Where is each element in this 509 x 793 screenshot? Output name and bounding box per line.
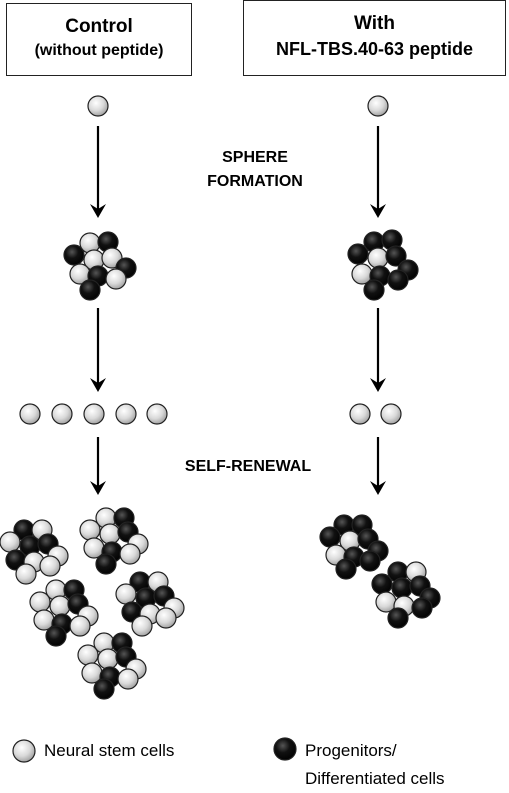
- treated-primary-sphere-progenitor-cell: [385, 245, 407, 267]
- control-secondary-stem-cell: [83, 403, 105, 425]
- stage-label-self-renewal: SELF-RENEWAL: [184, 458, 312, 475]
- treated-subtitle: NFL-TBS.40-63 peptide: [275, 39, 474, 59]
- cells-layer: [0, 95, 441, 763]
- control-condition-box: Control (without peptide): [6, 3, 192, 76]
- control-arrow-3-head: [90, 481, 106, 495]
- control-secondary-sphere-5-stem-cell: [117, 668, 139, 690]
- control-subtitle: (without peptide): [34, 42, 164, 59]
- control-secondary-sphere-3-stem-cell: [29, 591, 51, 613]
- stage-label-sphere-formation: SPHERE FORMATION: [207, 149, 303, 190]
- control-primary-sphere-progenitor-cell: [63, 244, 85, 266]
- treated-secondary-stem-cell: [349, 403, 371, 425]
- treated-title: With: [354, 13, 395, 34]
- control-secondary-stem-cell: [51, 403, 73, 425]
- control-secondary-sphere-5-stem-cell: [77, 644, 99, 666]
- treated-secondary-sphere-1-progenitor-cell: [359, 550, 381, 572]
- treated-secondary-sphere-2-progenitor-cell: [387, 607, 409, 629]
- control-secondary-sphere-1-stem-cell: [39, 555, 61, 577]
- control-arrow-1-head: [90, 204, 106, 218]
- control-title: Control: [65, 16, 133, 37]
- legend-neural-stem-cells-label: Neural stem cells: [44, 741, 175, 760]
- control-secondary-sphere-2-stem-cell: [119, 543, 141, 565]
- control-secondary-sphere-3-progenitor-cell: [45, 625, 67, 647]
- treated-primary-sphere-stem-cell: [367, 247, 389, 269]
- control-secondary-stem-cell: [146, 403, 168, 425]
- treated-primary-sphere-progenitor-cell: [387, 269, 409, 291]
- control-arrow-2-head: [90, 378, 106, 392]
- treated-secondary-sphere-2-progenitor-cell: [391, 577, 413, 599]
- treated-initial-stem-cell: [367, 95, 389, 117]
- arrows-layer: [90, 126, 386, 495]
- treated-primary-sphere-progenitor-cell: [347, 243, 369, 265]
- control-secondary-sphere-4-stem-cell: [131, 615, 153, 637]
- control-secondary-sphere-3-stem-cell: [49, 595, 71, 617]
- treated-primary-sphere-progenitor-cell: [363, 279, 385, 301]
- control-secondary-sphere-3-stem-cell: [69, 615, 91, 637]
- treated-secondary-sphere-2-progenitor-cell: [411, 597, 433, 619]
- treated-secondary-sphere-1-progenitor-cell: [319, 526, 341, 548]
- control-initial-stem-cell: [87, 95, 109, 117]
- control-primary-sphere-stem-cell: [105, 268, 127, 290]
- control-secondary-sphere-4-stem-cell: [155, 607, 177, 629]
- legend-stem-cell-icon: [12, 739, 36, 763]
- treated-secondary-sphere-1-progenitor-cell: [335, 558, 357, 580]
- control-secondary-sphere-2-progenitor-cell: [95, 553, 117, 575]
- control-secondary-sphere-1-stem-cell: [15, 563, 37, 585]
- control-secondary-sphere-4-stem-cell: [115, 583, 137, 605]
- treated-arrow-3-head: [370, 481, 386, 495]
- control-secondary-stem-cell: [19, 403, 41, 425]
- control-secondary-sphere-2-stem-cell: [99, 523, 121, 545]
- control-secondary-stem-cell: [115, 403, 137, 425]
- control-secondary-sphere-5-stem-cell: [97, 648, 119, 670]
- control-primary-sphere-progenitor-cell: [79, 279, 101, 301]
- control-secondary-sphere-1-stem-cell: [0, 531, 21, 553]
- control-secondary-sphere-2-stem-cell: [79, 519, 101, 541]
- treated-condition-box: With NFL-TBS.40-63 peptide: [243, 0, 506, 76]
- legend-progenitor-icon: [273, 737, 297, 761]
- treated-arrow-2-head: [370, 378, 386, 392]
- legend-progenitors-label: Progenitors/ Differentiated cells: [305, 741, 445, 788]
- treated-arrow-1-head: [370, 204, 386, 218]
- treated-secondary-stem-cell: [380, 403, 402, 425]
- control-secondary-sphere-5-progenitor-cell: [93, 678, 115, 700]
- treated-secondary-sphere-2-progenitor-cell: [371, 573, 393, 595]
